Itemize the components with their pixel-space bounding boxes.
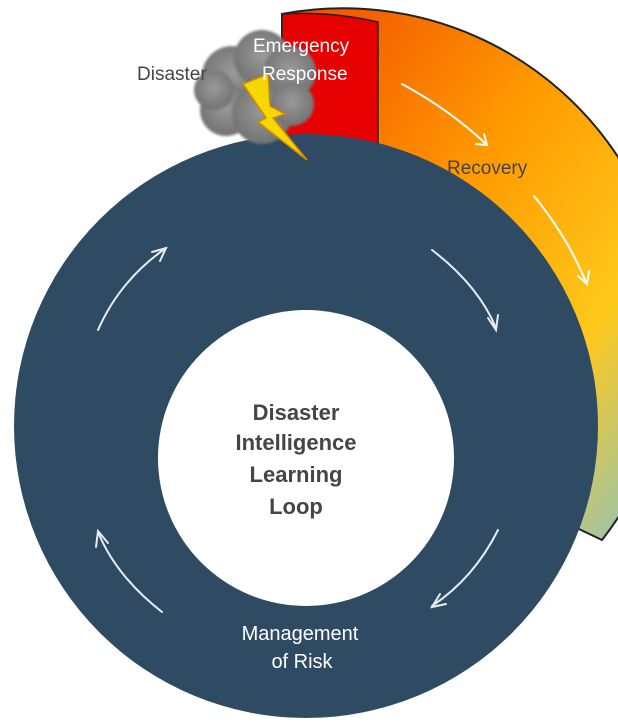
arrow-top-left <box>97 247 167 331</box>
disaster-label: Disaster <box>137 64 207 85</box>
center-title-line2: Intelligence <box>235 430 356 455</box>
management-label-line1: Management <box>242 623 359 645</box>
cycle-arrows <box>95 246 499 613</box>
emergency-label-line2: Response <box>262 64 348 85</box>
emergency-label-line1: Emergency <box>253 36 350 57</box>
arrow-top-left-head <box>151 246 168 262</box>
arrow-bottom-left-head <box>95 528 109 548</box>
loop-center <box>158 310 454 606</box>
cloud-icon <box>194 30 316 144</box>
center-title-line3: Learning <box>250 462 343 487</box>
arrow-bottom-left <box>97 531 163 613</box>
lightning-icon <box>241 72 308 161</box>
arrow-bottom-right-head <box>429 593 447 609</box>
arrow-top-right-head <box>487 314 499 333</box>
center-title-line1: Disaster <box>253 400 340 425</box>
management-label-line2: of Risk <box>271 651 333 673</box>
center-title: Disaster Intelligence Learning Loop <box>235 400 356 519</box>
recovery-label: Recovery <box>447 158 528 179</box>
arrow-bottom-right <box>431 529 499 607</box>
arrow-top-right <box>431 249 497 329</box>
center-title-line4: Loop <box>269 494 323 519</box>
recovery-arrows <box>401 83 590 286</box>
